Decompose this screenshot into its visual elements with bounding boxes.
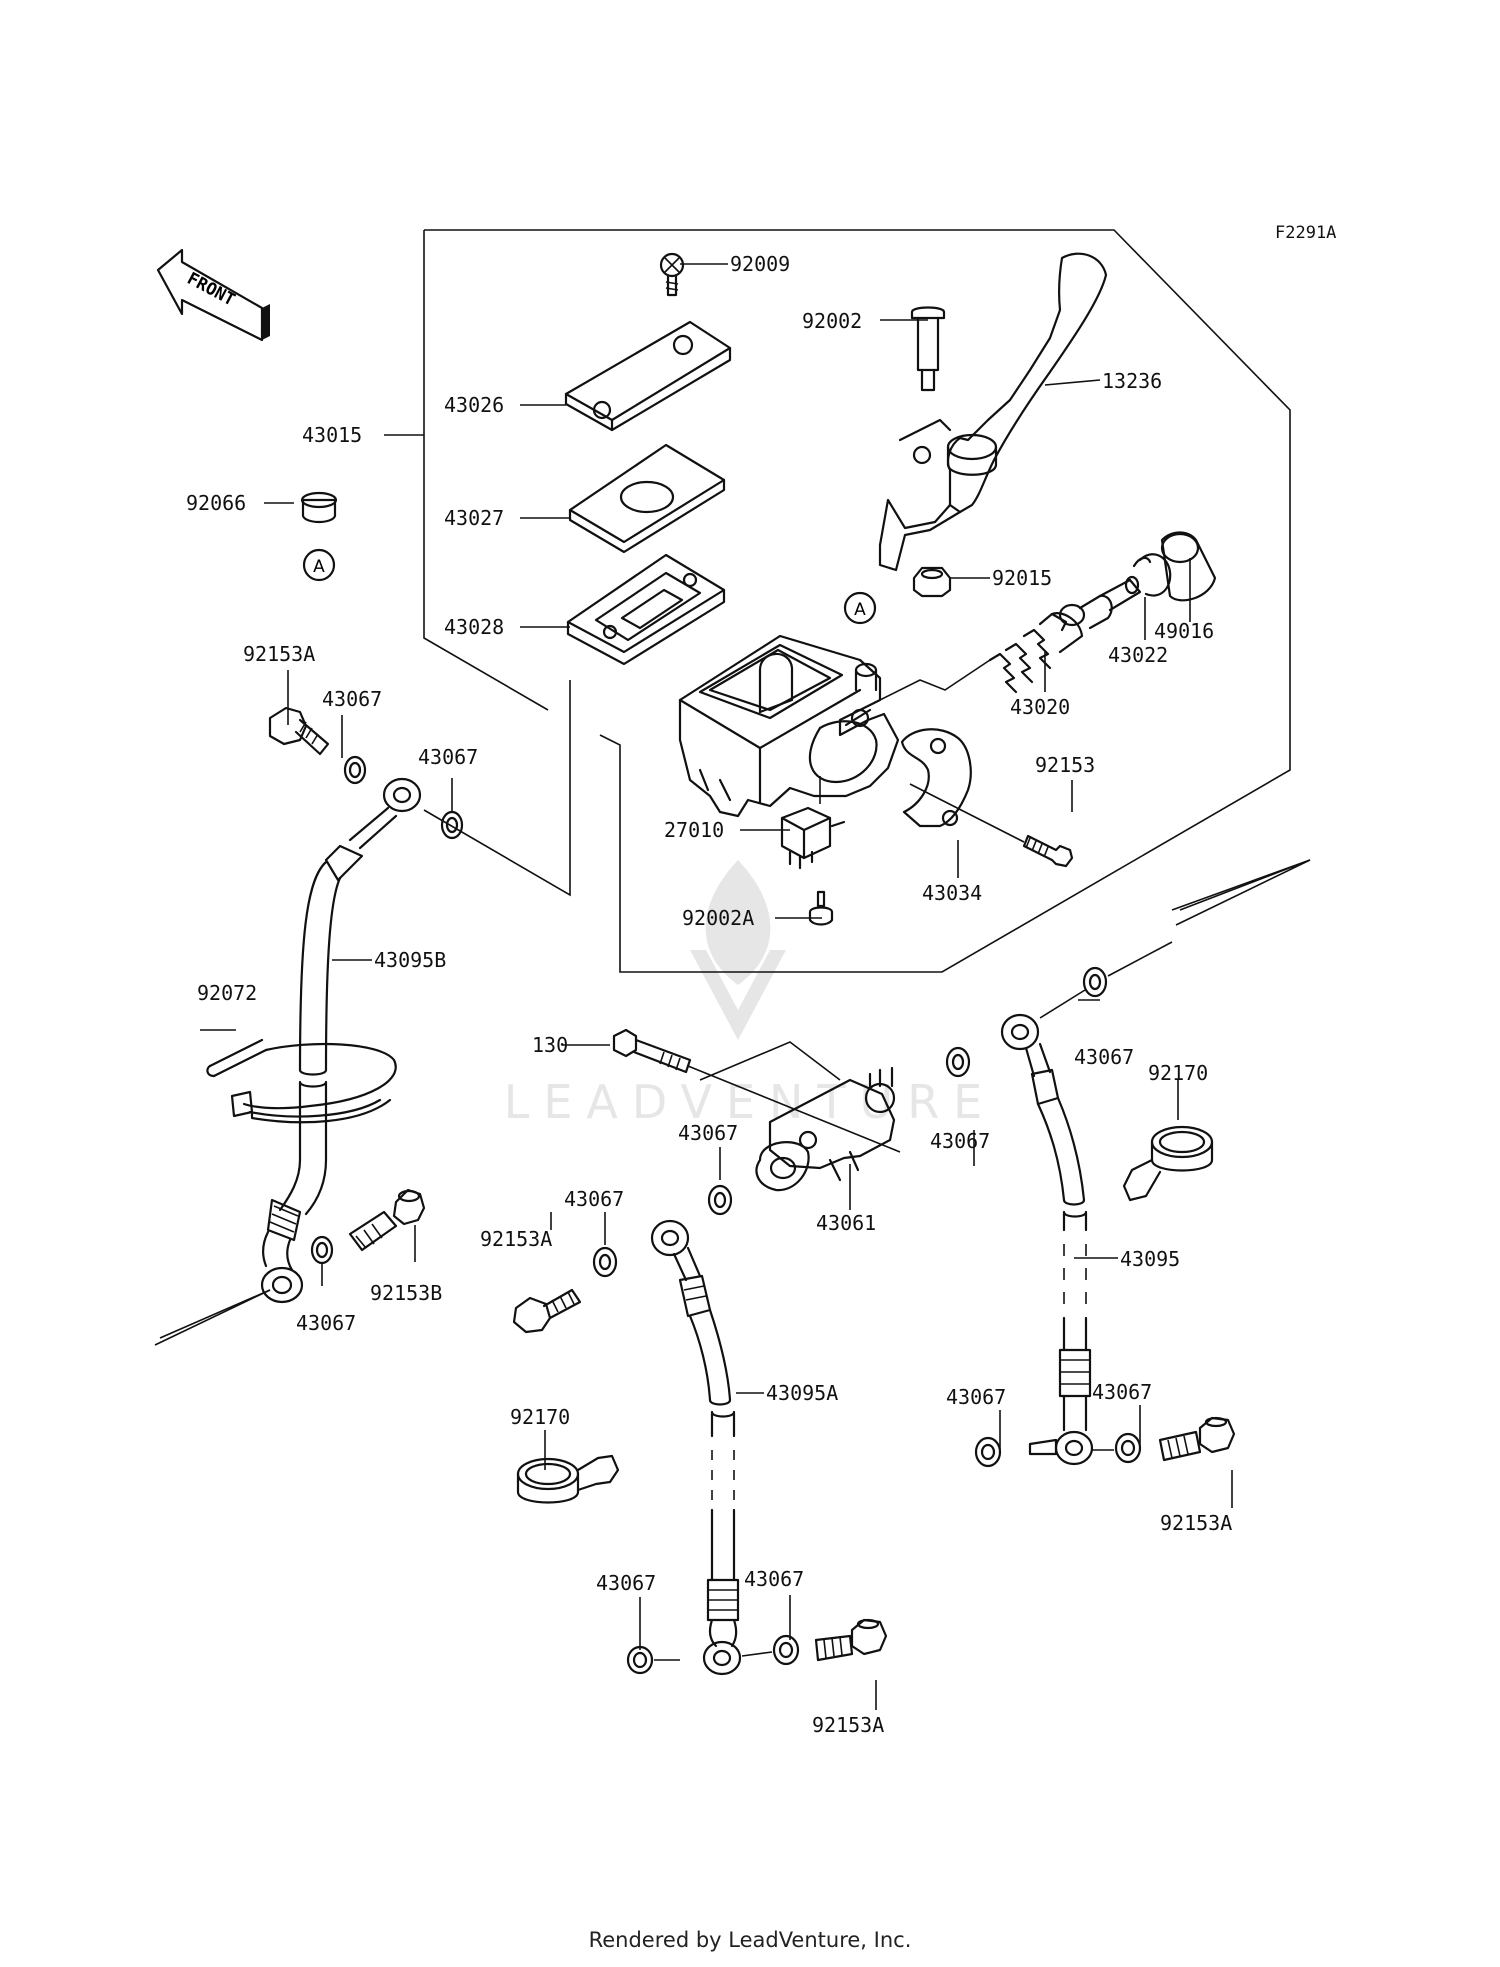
washer-43067-11 (1092, 1432, 1142, 1464)
footer-credit: Rendered by LeadVenture, Inc. (588, 1928, 912, 1952)
brake-hose-43095B (260, 777, 422, 1304)
clamp-bolt (909, 783, 1074, 868)
banjo-bolt-1 (268, 706, 330, 756)
reservoir-cover (564, 320, 732, 432)
reservoir-cap-92066 (300, 491, 338, 524)
label-43067-6: 43067 (930, 1129, 990, 1153)
banjo-bolt-92153B (348, 1188, 426, 1252)
washer-43067-1 (343, 755, 367, 785)
label-92170-1: 92170 (1148, 1061, 1208, 1085)
handlebar-clamp (900, 728, 972, 828)
label-43027: 43027 (444, 506, 504, 530)
label-92153: 92153 (1035, 753, 1095, 777)
pivot-pin (910, 306, 946, 392)
label-43067-5: 43067 (564, 1187, 624, 1211)
label-130: 130 (532, 1033, 568, 1057)
banjo-bolt-4 (814, 1618, 888, 1662)
label-43015: 43015 (302, 423, 362, 447)
watermark-flame-icon (705, 860, 771, 985)
brake-hose-43095A (650, 1219, 742, 1676)
label-92170-2: 92170 (510, 1405, 570, 1429)
hose-guide-92170-1 (516, 1454, 620, 1504)
washer-43067-2 (440, 810, 464, 840)
reservoir-diaphragm (566, 553, 726, 666)
brake-lever (878, 252, 1108, 572)
label-43034: 43034 (922, 881, 982, 905)
label-43026: 43026 (444, 393, 504, 417)
label-92153A-2: 92153A (480, 1227, 552, 1251)
circlip (1132, 553, 1172, 597)
label-92009: 92009 (730, 252, 790, 276)
label-92002A: 92002A (682, 906, 754, 930)
label-43095A: 43095A (766, 1381, 838, 1405)
brake-light-switch (780, 776, 846, 870)
label-92153A-1: 92153A (243, 642, 315, 666)
label-43067-7: 43067 (296, 1311, 356, 1335)
washer-43067-8 (741, 1634, 800, 1666)
assembly-boundary (154, 229, 1311, 1346)
label-27010: 27010 (664, 818, 724, 842)
callout-a-body: A (843, 591, 877, 625)
screw-92009 (659, 252, 685, 297)
label-43067-3: 43067 (1074, 1045, 1134, 1069)
front-arrow: FRONT (156, 248, 270, 342)
banjo-bolt-2 (512, 1288, 582, 1334)
label-43022: 43022 (1108, 643, 1168, 667)
rear-master-cylinder (755, 1066, 896, 1192)
label-43067-1: 43067 (322, 687, 382, 711)
label-43095: 43095 (1120, 1247, 1180, 1271)
diagram-code: F2291A (1275, 223, 1336, 243)
label-92153A-4: 92153A (812, 1713, 884, 1737)
diaphragm-plate (568, 443, 726, 554)
label-13236: 13236 (1102, 369, 1162, 393)
washer-43067-10 (974, 1436, 1002, 1468)
label-92015: 92015 (992, 566, 1052, 590)
callout-letter: A (313, 557, 325, 577)
callout-letter: A (854, 600, 866, 620)
label-43061: 43061 (816, 1211, 876, 1235)
washer-43067-9 (1039, 941, 1173, 1019)
label-43028: 43028 (444, 615, 504, 639)
watermark-text: LEADVENTURE (504, 1075, 997, 1129)
label-43020: 43020 (1010, 695, 1070, 719)
label-43067-10: 43067 (596, 1571, 656, 1595)
callout-a-left: A (302, 548, 336, 582)
washer-43067-3 (310, 1235, 334, 1265)
label-43067-4: 43067 (678, 1121, 738, 1145)
label-49016: 49016 (1154, 619, 1214, 643)
switch-screw (808, 890, 834, 926)
label-43067-2: 43067 (418, 745, 478, 769)
label-43095B: 43095B (374, 948, 446, 972)
label-92072: 92072 (197, 981, 257, 1005)
washer-43067-6 (945, 1046, 971, 1078)
label-92153A-3: 92153A (1160, 1511, 1232, 1535)
brake-hose-43095 (1000, 1013, 1094, 1466)
washer-43067-5 (592, 1246, 618, 1278)
washer-43067-7 (626, 1645, 680, 1675)
banjo-bolt-3 (1158, 1416, 1236, 1462)
hose-clamp-92072 (206, 1038, 397, 1124)
piston-kit (879, 575, 1142, 701)
nut-92015 (912, 566, 952, 598)
washer-43067-4 (707, 1184, 733, 1216)
dust-boot (1160, 531, 1217, 602)
part-labels: 92009 92002 13236 43026 43015 92066 4302… (186, 252, 1232, 1737)
label-43067-8: 43067 (946, 1385, 1006, 1409)
leader-lines (200, 263, 1233, 1710)
hose-guide-92170-2 (1122, 1125, 1214, 1202)
label-43067-9: 43067 (1092, 1380, 1152, 1404)
label-92153B: 92153B (370, 1281, 442, 1305)
master-cylinder-body (678, 634, 900, 818)
label-43067-11: 43067 (744, 1567, 804, 1591)
label-92002: 92002 (802, 309, 862, 333)
label-92066: 92066 (186, 491, 246, 515)
